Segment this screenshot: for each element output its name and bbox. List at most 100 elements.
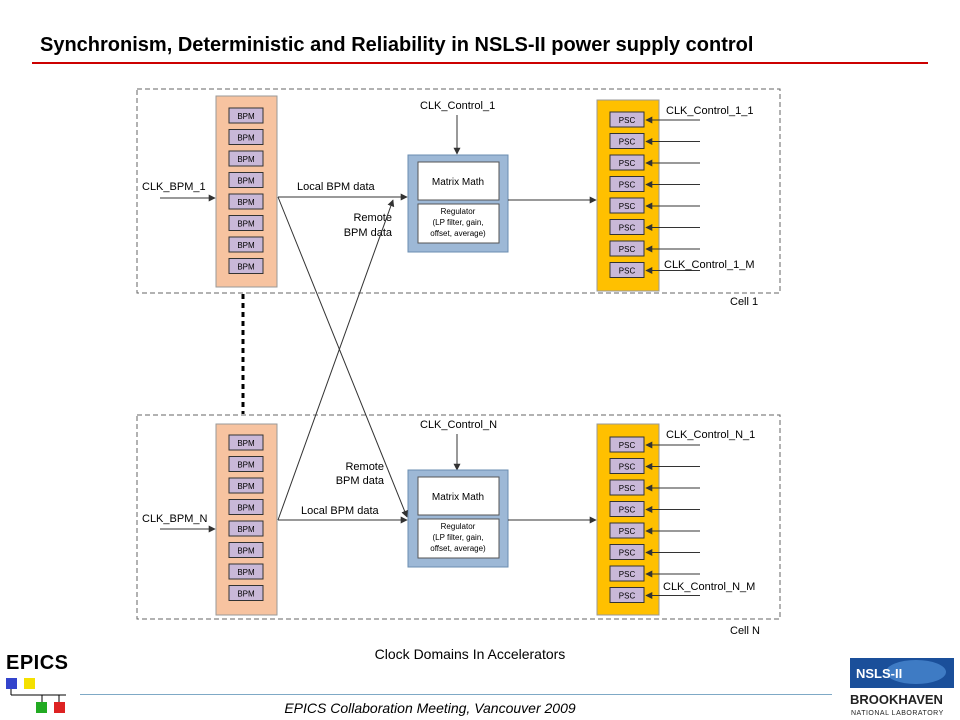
epics-logo-text: EPICS [6, 652, 69, 674]
cell-1-psc-box [609, 197, 645, 214]
cell-n-regulator-3: offset, average) [430, 544, 486, 553]
cell-1-bpm-panel [215, 95, 278, 288]
title-underline [32, 62, 928, 64]
cell-n-bpm-box [228, 499, 264, 515]
cell-n-psc-label: PSC [619, 527, 636, 536]
cell-n-clk-control: CLK_Control_N [420, 419, 497, 431]
cell-1-psc-label: PSC [619, 116, 636, 125]
cell-1-bpm-box [228, 172, 264, 188]
cell-1-bpm-label: BPM [237, 198, 255, 207]
cell-1-bpm-label: BPM [237, 134, 255, 143]
cell-1-bpm-box [228, 150, 264, 167]
epics-logo-icon [6, 678, 66, 713]
cell-1-clk-bpm: CLK_BPM_1 [142, 181, 206, 193]
cell-1-bpm-label: BPM [237, 177, 255, 186]
cell-n-psc-label: PSC [619, 506, 636, 515]
cell-n-psc-panel [596, 423, 660, 616]
cell-n-bpm-label: BPM [237, 568, 255, 577]
footer-text: EPICS Collaboration Meeting, Vancouver 2… [284, 700, 576, 716]
cell-n-bpm-label: BPM [237, 461, 255, 470]
cell-1-bpm-box [228, 129, 264, 145]
diagram-caption: Clock Domains In Accelerators [374, 646, 566, 662]
cell-1-psc-box [609, 111, 645, 128]
cell-n-regulator-1: Regulator [441, 522, 476, 531]
cell-n-bpm-box [228, 520, 264, 537]
cell-n-border [136, 414, 781, 620]
cell-n-psc-box [609, 565, 645, 582]
cell-n-bpm-label: BPM [237, 504, 255, 513]
cell-1-matrix-label: Matrix Math [432, 177, 484, 188]
cell-1-bpm-box [228, 215, 264, 231]
cell-n-remote-label: Remote [345, 461, 384, 473]
cell-1-bpm-label: BPM [237, 112, 255, 121]
cell-1-regulator-1: Regulator [441, 207, 476, 216]
cell-n-bpm-label: BPM [237, 590, 255, 599]
cell-n-matrix-label: Matrix Math [432, 492, 484, 503]
cell-n-psc-box [609, 436, 645, 453]
cell-1-regulator [417, 203, 500, 244]
footer-rule [80, 694, 832, 695]
cell-1-psc-box [609, 133, 645, 149]
cell-n-bpm-box [228, 542, 264, 558]
cell-n-bpm-box [228, 585, 264, 601]
page-title: Synchronism, Deterministic and Reliabili… [40, 34, 754, 56]
cell-1-psc-box [609, 240, 645, 257]
cell-n-psc-box [609, 479, 645, 496]
cell-1-clk-last: CLK_Control_1_M [664, 259, 755, 271]
cell-1-regulator-2: (LP filter, gain, [433, 218, 484, 227]
cell-n-bpm-box [228, 563, 264, 580]
cell-n-psc-label: PSC [619, 441, 636, 450]
cell-1-psc-clock-lines [645, 116, 700, 274]
cross-cell1-to-celln [277, 196, 408, 518]
nsls-logo-text: NSLS-II [856, 666, 902, 681]
cell-1-bpm-box [228, 236, 264, 253]
cell-1-regulator-3: offset, average) [430, 229, 486, 238]
cell-1-label: Cell 1 [730, 296, 758, 308]
cell-1-remote-label-2: BPM data [344, 227, 393, 239]
cell-n-bpm-label: BPM [237, 525, 255, 534]
cell-1-local-label: Local BPM data [297, 181, 376, 193]
cell-n-psc-label: PSC [619, 549, 636, 558]
cell-1-psc-box [609, 154, 645, 171]
cell-1-psc-box [609, 219, 645, 235]
cell-n-psc-label: PSC [619, 463, 636, 472]
cell-n-clk-last: CLK_Control_N_M [663, 581, 755, 593]
cell-1-clk-first: CLK_Control_1_1 [666, 105, 753, 117]
cell-1-psc-label: PSC [619, 138, 636, 147]
cross-celln-to-cell1 [277, 199, 395, 521]
cell-1-bpm-box [228, 193, 264, 210]
cell-n-bpm-box [228, 434, 264, 451]
cell-1-psc-label: PSC [619, 245, 636, 254]
cell-1-bpm-label: BPM [237, 241, 255, 250]
cell-1-psc-box [609, 176, 645, 192]
cell-1-border [136, 88, 781, 294]
cell-1-bpm-label: BPM [237, 155, 255, 164]
cell-1-bpm-box [228, 107, 264, 124]
cell-n-remote-label-2: BPM data [336, 475, 385, 487]
cell-1-psc-label: PSC [619, 159, 636, 168]
bnl-logo: NSLS-II BROOKHAVEN NATIONAL LABORATORY [850, 658, 954, 717]
cell-n-regulator [417, 518, 500, 559]
cell-n-psc-label: PSC [619, 570, 636, 579]
cell-n-psc-label: PSC [619, 484, 636, 493]
cell-n-bpm-box [228, 477, 264, 494]
bnl-logo-subtext: NATIONAL LABORATORY [851, 710, 944, 717]
cell-1-psc-label: PSC [619, 181, 636, 190]
cell-n-local-label: Local BPM data [301, 505, 380, 517]
cell-1-bpm-box [228, 258, 264, 274]
cell-n-clk-bpm: CLK_BPM_N [142, 513, 207, 525]
cell-n-psc-box [609, 544, 645, 560]
cell-n-psc-label: PSC [619, 592, 636, 601]
bnl-logo-text: BROOKHAVEN [850, 692, 943, 707]
cell-1-psc-box [609, 262, 645, 278]
cell-1-clk-control: CLK_Control_1 [420, 100, 495, 112]
cell-n-clk-first: CLK_Control_N_1 [666, 429, 755, 441]
cell-n-bpm-label: BPM [237, 482, 255, 491]
cell-1-remote-label: Remote [353, 212, 392, 224]
cell-1-psc-label: PSC [619, 202, 636, 211]
cell-n-psc-list: PSC PSC PSC PSC PSC PSC PSC PSC [609, 436, 645, 603]
